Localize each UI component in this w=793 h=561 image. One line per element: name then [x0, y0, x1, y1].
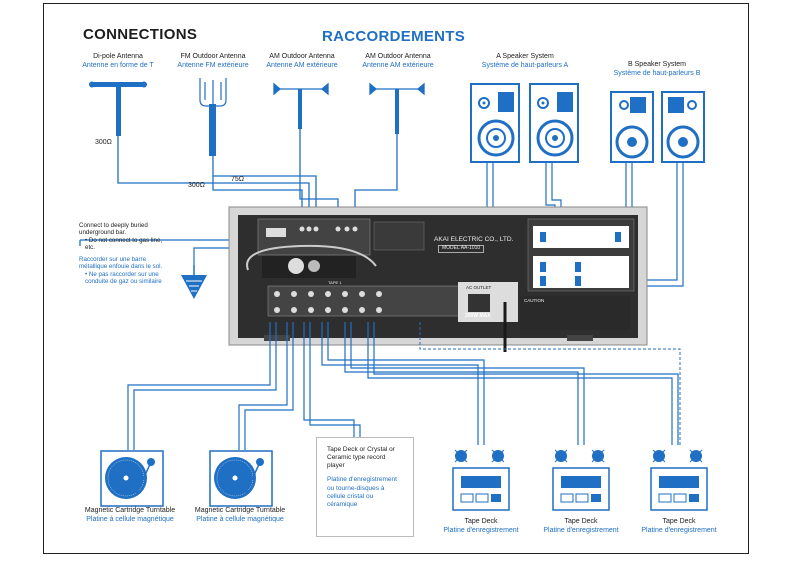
antenna-label-fr: Antenne AM extérieure	[362, 62, 434, 69]
tape-deck-2	[552, 449, 610, 511]
receiver-brand: AKAI ELECTRIC CO., LTD.	[434, 236, 514, 243]
speaker-terminals	[540, 232, 621, 286]
tape-deck-or-record-player-box: Tape Deck or Crystal or Ceramic type rec…	[316, 437, 414, 537]
dashed-ac-link	[419, 322, 681, 445]
ground-note-en: Connect to deeply buried underground bar…	[79, 222, 148, 237]
antenna-label-fr: Antenne FM extérieure	[177, 62, 249, 69]
input-wires	[127, 322, 679, 450]
antenna-label-en: FM Outdoor Antenna	[180, 53, 246, 60]
receiver-tape-label: TAPE 1	[328, 280, 342, 285]
turntable-1-label-fr: Platine à cellule magnétique	[86, 516, 174, 523]
speaker-b-label-fr: Système de haut-parleurs B	[613, 70, 701, 77]
fm-outdoor-antenna	[199, 78, 227, 156]
speaker-a-right	[529, 83, 579, 163]
tape-deck-3-label-en: Tape Deck	[662, 518, 696, 525]
antenna-label-en: AM Outdoor Antenna	[365, 53, 431, 60]
impedance-300-fm: 300Ω	[188, 182, 205, 189]
tape-deck-3-label-fr: Platine d'enregistrement	[641, 527, 717, 534]
speaker-b-left	[610, 91, 654, 163]
page-frame	[43, 3, 749, 554]
tape-deck-3	[650, 449, 708, 511]
ground-note-en-bullet: • Do not connect to gas line, etc.	[85, 236, 163, 252]
tape-deck-1-label-fr: Platine d'enregistrement	[443, 527, 519, 534]
turntable-2-label-en: Magnetic Cartridge Turntable	[194, 507, 286, 514]
antenna-label-fr: Antenne AM extérieure	[266, 62, 338, 69]
turntable-1-label-en: Magnetic Cartridge Turntable	[84, 507, 176, 514]
ground-note-fr-bullet: • Ne pas raccorder sur une conduite de g…	[85, 270, 162, 286]
antenna-label-en: AM Outdoor Antenna	[269, 53, 335, 60]
am-outdoor-antenna-1	[273, 82, 329, 129]
receiver-caution: CAUTION	[524, 298, 545, 303]
receiver-power: 200W MAX	[465, 313, 491, 319]
receiver-model: MODEL AA-1010	[438, 245, 485, 253]
turntable-2-label-fr: Platine à cellule magnétique	[196, 516, 284, 523]
am-outdoor-antenna-2	[369, 82, 425, 134]
title-raccordements: RACCORDEMENTS	[322, 28, 466, 45]
speaker-a-left	[470, 83, 520, 163]
antenna-label-fr: Antenne en forme de T	[82, 62, 154, 69]
ground-symbol	[181, 247, 250, 299]
receiver-rear-panel	[228, 206, 648, 346]
tape-box-en: Tape Deck or Crystal or Ceramic type rec…	[327, 446, 395, 470]
title-connections: CONNECTIONS	[83, 26, 198, 43]
tape-deck-1	[452, 449, 510, 511]
tape-box-fr: Platine d'enregistrement ou tourne-disqu…	[327, 476, 397, 508]
impedance-75: 75Ω	[231, 176, 245, 183]
impedance-300-dipole: 300Ω	[95, 139, 112, 146]
receiver-jacks	[274, 226, 382, 313]
speaker-b-right	[661, 91, 705, 163]
antenna-label-en: Di-pole Antenna	[93, 53, 143, 60]
ground-note: Connect to deeply buried underground bar…	[79, 222, 169, 286]
ground-note-fr: Raccorder sur une barre métallique enfou…	[79, 255, 163, 271]
speaker-b-label-en: B Speaker System	[628, 61, 686, 68]
receiver-ac-outlet: AC OUTLET	[466, 285, 492, 290]
tape-deck-2-label-fr: Platine d'enregistrement	[543, 527, 619, 534]
turntable-2	[209, 450, 273, 507]
turntable-1	[100, 450, 164, 507]
speaker-a-label-fr: Système de haut-parleurs A	[481, 62, 569, 69]
dipole-antenna	[89, 81, 147, 136]
tape-deck-1-label-en: Tape Deck	[464, 518, 498, 525]
speaker-a-label-en: A Speaker System	[496, 53, 554, 60]
tape-deck-2-label-en: Tape Deck	[564, 518, 598, 525]
